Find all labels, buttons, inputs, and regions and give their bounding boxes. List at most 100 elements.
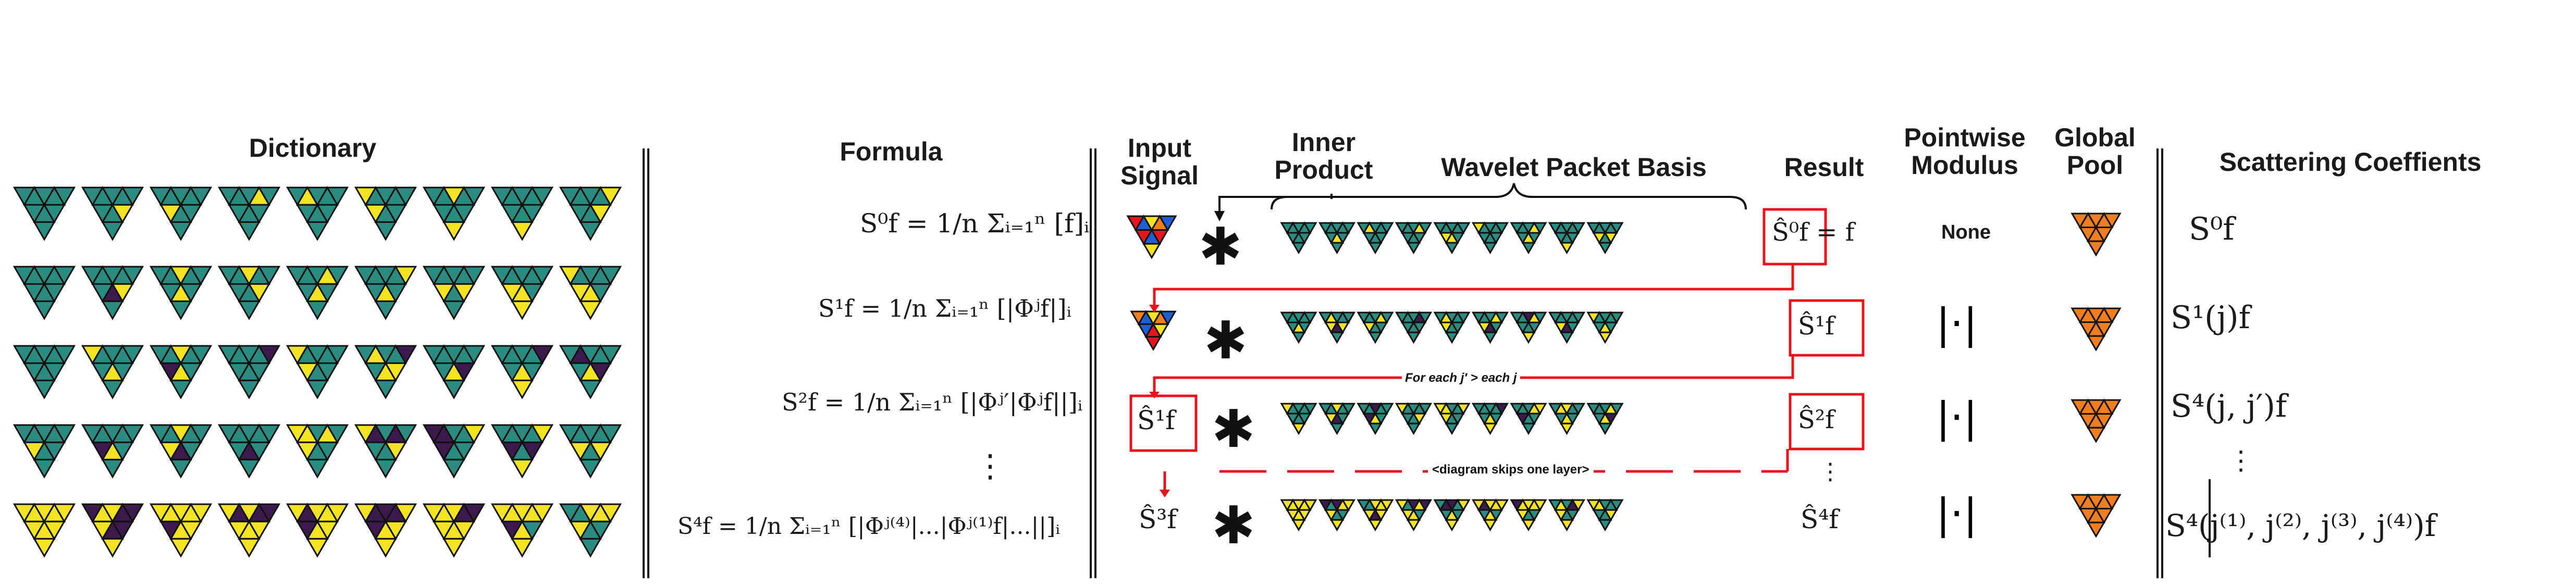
wavelet-atom-icon [1586, 498, 1624, 532]
wavelet-atom-icon [1318, 311, 1356, 344]
dictionary-atom-icon [286, 186, 349, 241]
wavelet-atom-icon [1357, 311, 1394, 344]
dictionary-atom-icon [81, 503, 144, 558]
dictionary-atom-icon [422, 344, 486, 400]
wavelet-atom-icon [1548, 498, 1586, 532]
wavelet-atom-icon [1318, 498, 1356, 532]
result-ellipsis: ⋮ [1819, 458, 1842, 485]
skips-layer-annotation: <diagram skips one layer> [1428, 463, 1594, 477]
dictionary-atom-icon [217, 503, 281, 558]
dictionary-header: Dictionary [249, 133, 377, 163]
dictionary-atom-icon [422, 423, 486, 479]
dictionary-atom-icon [217, 344, 281, 400]
flow-line [1153, 264, 1794, 307]
arrow-icon [1214, 211, 1225, 221]
row3-input-label: Ŝ¹f [1137, 405, 1175, 435]
dictionary-atom-icon [286, 265, 349, 320]
dictionary-atom-icon [559, 344, 622, 400]
formula-s0: S⁰f = 1/n Σᵢ₌₁ⁿ [f]ᵢ [860, 208, 1090, 239]
arrow-icon [1160, 490, 1170, 497]
wavelet-atom-icon [1510, 311, 1547, 344]
wavelet-atom-icon [1548, 402, 1586, 435]
coefficient-row3: S⁴(j, j′)f [2171, 388, 2287, 425]
dictionary-atom-icon [81, 344, 144, 400]
convolution-symbol: ✱ [1212, 495, 1255, 556]
dictionary-atom-icon [13, 503, 76, 558]
dictionary-atom-icon [13, 423, 76, 479]
dictionary-atom-icon [354, 186, 417, 241]
wavelet-atom-icon [1548, 221, 1586, 255]
result-row2: Ŝ¹f [1798, 311, 1834, 341]
wavelet-atom-icon [1395, 311, 1433, 344]
wavelet-atom-icon [1510, 402, 1547, 435]
global-pool-header: Global Pool [2054, 123, 2136, 180]
global-pool-icon [2070, 398, 2122, 443]
input-signal-header: Input Signal [1120, 133, 1199, 190]
wavelet-atom-icon [1395, 498, 1433, 532]
dictionary-atom-icon [559, 186, 622, 241]
wavelet-atom-icon [1586, 402, 1624, 435]
dictionary-atom-icon [13, 265, 76, 320]
global-pool-icon [2070, 493, 2122, 538]
dictionary-atom-icon [354, 423, 417, 479]
wavelet-atom-icon [1510, 498, 1547, 532]
input-signal-icon [1126, 215, 1177, 259]
wavelet-atom-icon [1548, 311, 1586, 344]
dictionary-atom-icon [490, 503, 554, 558]
dictionary-atom-icon [149, 423, 213, 479]
result-row4: Ŝ⁴f [1801, 504, 1839, 534]
wavelet-atom-icon [1471, 498, 1509, 532]
dictionary-atom-icon [13, 344, 76, 400]
wavelet-atom-icon [1280, 221, 1317, 255]
dictionary-atom-icon [559, 503, 622, 558]
wavelet-atom-icon [1586, 221, 1624, 255]
dictionary-atom-icon [286, 344, 349, 400]
wavelet-atom-icon [1471, 221, 1509, 255]
wavelet-atom-icon [1318, 221, 1356, 255]
wavelet-atom-icon [1433, 402, 1471, 435]
formula-s4: S⁴f = 1/n Σᵢ₌₁ⁿ [|Φʲ⁽⁴⁾|...|Φʲ⁽¹⁾f|...||… [677, 513, 1061, 540]
result-box [1789, 299, 1865, 357]
wavelet-atom-icon [1280, 311, 1317, 344]
dictionary-atom-icon [490, 186, 554, 241]
convolution-symbol: ✱ [1204, 310, 1248, 371]
result-box [1762, 208, 1827, 266]
scattering-coefficients-header: Scattering Coeffients [2219, 147, 2482, 177]
dictionary-atom-icon [149, 344, 213, 400]
inner-product-header: Inner Product [1274, 128, 1373, 184]
global-pool-icon [2070, 212, 2122, 257]
dictionary-atom-icon [81, 265, 144, 320]
wavelet-atom-icon [1318, 402, 1356, 435]
dictionary-atom-icon [217, 265, 281, 320]
wavelet-atom-icon [1357, 221, 1394, 255]
dictionary-atom-icon [490, 344, 554, 400]
dictionary-atom-icon [490, 423, 554, 479]
result-box [1789, 393, 1865, 451]
wavelet-atom-icon [1395, 402, 1433, 435]
wavelet-atom-icon [1471, 402, 1509, 435]
dictionary-atom-icon [490, 265, 554, 320]
global-pool-icon [2070, 307, 2122, 352]
pointwise-modulus-header: Pointwise Modulus [1904, 123, 2026, 180]
wavelet-atom-icon [1433, 221, 1471, 255]
wavelet-atom-icon [1280, 498, 1317, 532]
dictionary-atom-icon [286, 423, 349, 479]
wavelet-atom-icon [1357, 402, 1394, 435]
result-row1: Ŝ⁰f = f [1772, 218, 1855, 247]
wavelet-atom-icon [1510, 221, 1547, 255]
result-row3: Ŝ²f [1798, 405, 1834, 434]
formula-s1: S¹f = 1/n Σᵢ₌₁ⁿ [|Φʲf|]ᵢ [818, 294, 1071, 322]
wavelet-atom-icon [1586, 311, 1624, 344]
dictionary-atom-icon [81, 423, 144, 479]
arrow-icon [1149, 392, 1160, 398]
dictionary-atom-icon [13, 186, 76, 241]
wavelet-atom-icon [1433, 498, 1471, 532]
wavelet-atom-icon [1357, 498, 1394, 532]
modulus-abs: |·| [1936, 490, 1978, 538]
arrow-icon [1149, 305, 1160, 313]
convolution-symbol: ✱ [1212, 398, 1255, 459]
for-each-annotation: For each j′ > each j [1402, 371, 1520, 385]
dictionary-atom-icon [217, 186, 281, 241]
row4-input-label: Ŝ³f [1139, 504, 1177, 534]
